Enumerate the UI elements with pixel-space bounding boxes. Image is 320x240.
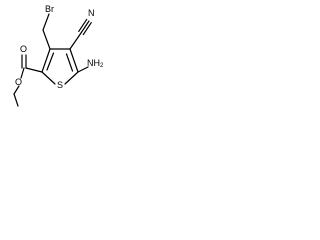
bond-c5-c4-double (65, 53, 74, 72)
bond-c4-c5 (69, 48, 79, 73)
bond-oester-ch2 (13, 85, 20, 95)
bond-c4-cn (69, 32, 82, 50)
carbonyl-oxygen-label: O (20, 44, 27, 54)
bromine-label: Br (45, 4, 54, 14)
ethyl-ester-group (13, 54, 43, 107)
bond-c5-s (64, 71, 79, 85)
cyano-group (69, 18, 92, 50)
bond-triple-1 (80, 20, 90, 34)
sulfur-label: S (57, 80, 63, 90)
cyano-n-label: N (88, 8, 95, 18)
molecule-structure: Br N NH2 S O O (13, 4, 104, 107)
bond-c2-carbonyl (25, 67, 43, 73)
bond-c5-nh2 (77, 66, 89, 73)
amino-nh-text: NH (87, 58, 100, 68)
bond-ch2-ch3 (13, 93, 19, 107)
bond-triple-2 (78, 18, 88, 32)
bond-s-c2 (41, 71, 56, 85)
bond-c3-ch2 (42, 29, 51, 50)
thiophene-ring (41, 48, 79, 85)
bromomethyl-group (42, 13, 51, 50)
amino-group (77, 66, 89, 73)
amino-subscript: 2 (100, 63, 104, 69)
bond-c2-c3 (41, 48, 51, 73)
ester-oxygen-label: O (15, 77, 22, 87)
amino-label: NH2 (87, 58, 104, 69)
bond-triple-3 (82, 22, 92, 36)
bond-ch2-br (42, 13, 50, 31)
bond-c2-c3-double (46, 52, 55, 71)
bond-carbonyl-oester (20, 67, 25, 79)
